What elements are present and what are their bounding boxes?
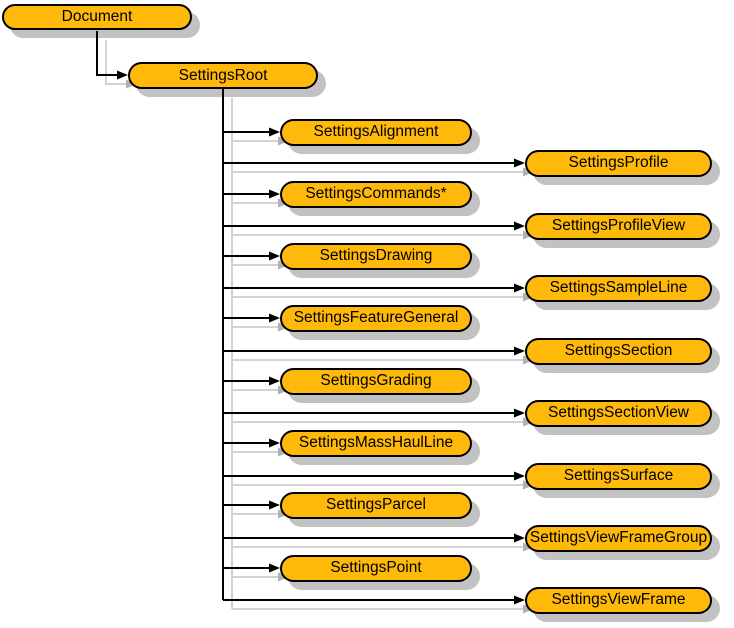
arrowhead-icon bbox=[269, 251, 280, 261]
arrowhead-icon bbox=[269, 189, 280, 199]
node-settingsroot[interactable]: SettingsRoot bbox=[128, 62, 318, 89]
arrowhead-icon bbox=[269, 563, 280, 573]
arrowhead-icon bbox=[117, 70, 128, 80]
arrowhead-icon bbox=[514, 158, 525, 168]
node-settingspoint[interactable]: SettingsPoint bbox=[280, 554, 472, 582]
node-settingsgrading[interactable]: SettingsGrading bbox=[280, 367, 472, 395]
arrowhead-icon bbox=[269, 376, 280, 386]
node-settingscommands[interactable]: SettingsCommands* bbox=[280, 180, 472, 208]
arrowhead-icon bbox=[269, 127, 280, 137]
node-settingsviewframe[interactable]: SettingsViewFrame bbox=[525, 586, 712, 614]
arrowhead-icon bbox=[514, 346, 525, 356]
node-settingsdrawing[interactable]: SettingsDrawing bbox=[280, 242, 472, 270]
connector-line bbox=[96, 31, 117, 76]
arrowhead-icon bbox=[514, 408, 525, 418]
arrowhead-icon bbox=[514, 595, 525, 605]
node-settingsparcel[interactable]: SettingsParcel bbox=[280, 491, 472, 519]
node-settingsalignment[interactable]: SettingsAlignment bbox=[280, 118, 472, 146]
arrowhead-icon bbox=[514, 533, 525, 543]
arrowhead-icon bbox=[514, 221, 525, 231]
arrowhead-icon bbox=[269, 313, 280, 323]
node-settingsprofileview[interactable]: SettingsProfileView bbox=[525, 212, 712, 240]
node-document[interactable]: Document bbox=[2, 4, 192, 30]
arrowhead-icon bbox=[269, 438, 280, 448]
node-settingssampleline[interactable]: SettingsSampleLine bbox=[525, 274, 712, 302]
node-settingsprofile[interactable]: SettingsProfile bbox=[525, 149, 712, 177]
connector-line bbox=[105, 40, 126, 85]
node-settingssection[interactable]: SettingsSection bbox=[525, 337, 712, 365]
node-settingsviewframegroup[interactable]: SettingsViewFrameGroup bbox=[525, 524, 712, 552]
arrowhead-icon bbox=[269, 500, 280, 510]
node-settingssurface[interactable]: SettingsSurface bbox=[525, 462, 712, 490]
arrowhead-icon bbox=[514, 471, 525, 481]
node-settingsmasshaulline[interactable]: SettingsMassHaulLine bbox=[280, 429, 472, 457]
node-settingssectionview[interactable]: SettingsSectionView bbox=[525, 399, 712, 427]
arrowhead-icon bbox=[514, 283, 525, 293]
node-settingsfeaturegeneral[interactable]: SettingsFeatureGeneral bbox=[280, 304, 472, 332]
